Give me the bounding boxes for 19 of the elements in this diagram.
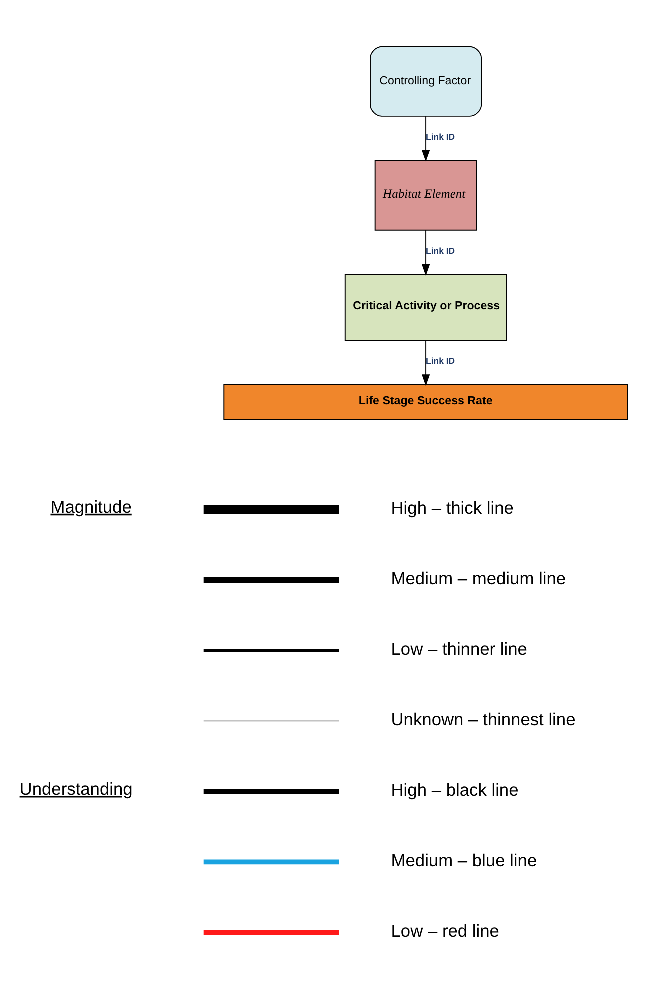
- arrow: [422, 230, 430, 276]
- legend-label: Low – red line: [391, 920, 500, 940]
- label: Understanding: [20, 778, 133, 798]
- legend-label: Medium – medium line: [391, 568, 566, 588]
- legend-label: Unknown – thinnest line: [391, 708, 576, 729]
- arrow: [422, 340, 430, 386]
- legend-label: Low – thinner line: [391, 638, 528, 658]
- arrow: [422, 116, 430, 162]
- edge-label: Link ID: [426, 355, 456, 366]
- node-box: Life Stage Success Rate: [224, 384, 628, 420]
- node-box: Habitat Element: [374, 160, 478, 230]
- legend-label: High – thick line: [391, 497, 514, 518]
- legend-label: Medium – blue line: [391, 850, 538, 870]
- legend-label: High – black line: [391, 779, 519, 800]
- edge-label: Link ID: [426, 245, 456, 256]
- node-box: Critical Activity or Process: [344, 274, 508, 341]
- node-box: Controlling Factor: [370, 46, 482, 116]
- label: Magnitude: [50, 496, 132, 516]
- edge-label: Link ID: [426, 131, 456, 142]
